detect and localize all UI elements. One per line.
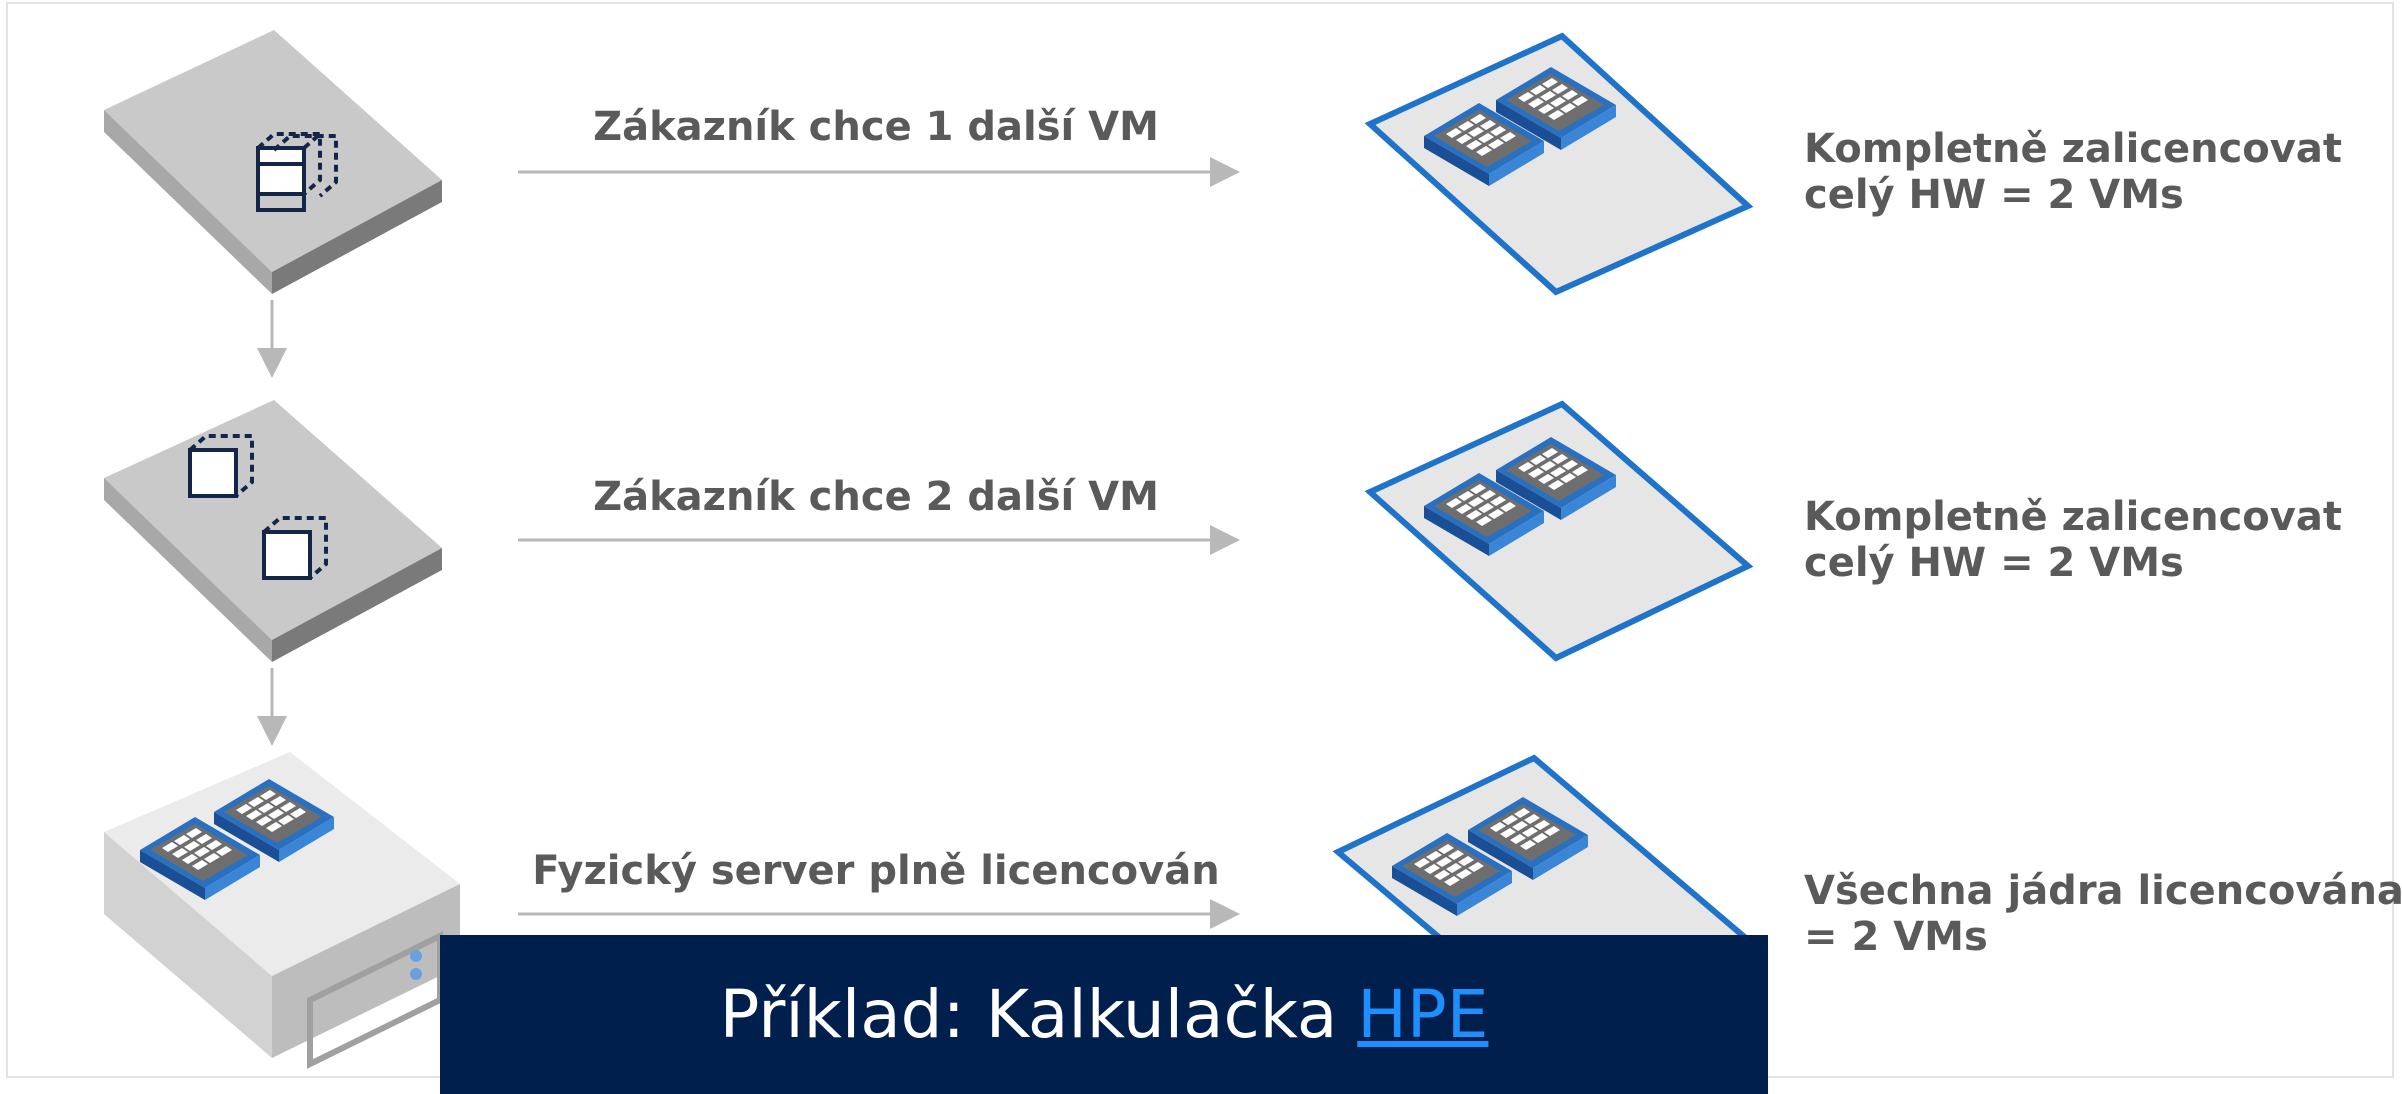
row-2-result-line1: Kompletně zalicencovat bbox=[1804, 494, 2342, 540]
row-3-caption: Fyzický server plně licencován bbox=[532, 848, 1220, 894]
row-3-result-line2: = 2 VMs bbox=[1804, 914, 1988, 960]
banner-text: Příklad: Kalkulačka bbox=[719, 976, 1338, 1053]
row-1-result: Kompletně zalicencovat celý HW = 2 VMs bbox=[1804, 126, 2342, 218]
hpe-link[interactable]: HPE bbox=[1357, 976, 1489, 1053]
row-3-result: Všechna jádra licencována = 2 VMs bbox=[1804, 868, 2402, 960]
rack-server-icon bbox=[104, 752, 460, 1069]
row-2-result-line2: celý HW = 2 VMs bbox=[1804, 540, 2184, 586]
row-2-caption: Zákazník chce 2 další VM bbox=[593, 474, 1159, 520]
license-plane-icon-2 bbox=[1364, 400, 1754, 662]
server-box-icon-1 bbox=[104, 30, 442, 294]
example-banner: Příklad: Kalkulačka HPE bbox=[440, 935, 1768, 1094]
row-1-result-line1: Kompletně zalicencovat bbox=[1804, 126, 2342, 172]
server-box-icon-2 bbox=[104, 400, 442, 662]
row-2-result: Kompletně zalicencovat celý HW = 2 VMs bbox=[1804, 494, 2342, 586]
row-3-result-line1: Všechna jádra licencována bbox=[1804, 868, 2402, 914]
row-1-result-line2: celý HW = 2 VMs bbox=[1804, 172, 2184, 218]
license-plane-icon-1 bbox=[1364, 32, 1754, 296]
row-1-caption: Zákazník chce 1 další VM bbox=[593, 104, 1159, 150]
